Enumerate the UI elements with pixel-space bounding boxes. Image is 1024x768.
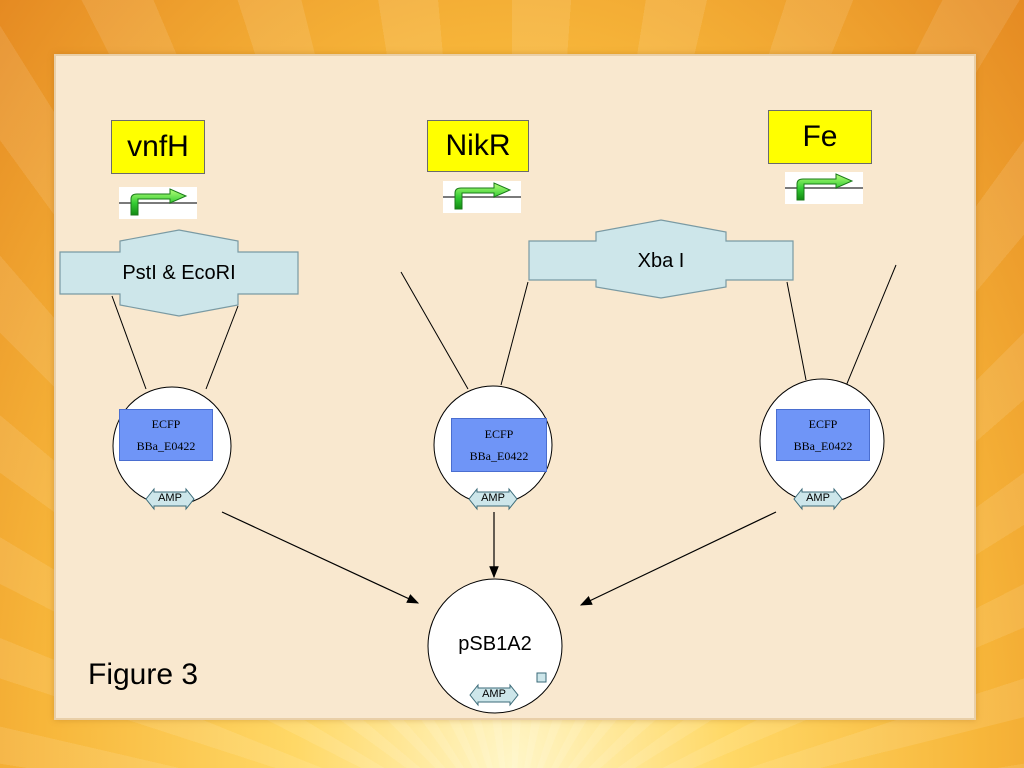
amp-label-2: AMP	[481, 492, 505, 504]
cut-lines	[111, 264, 897, 390]
amp-marker-1	[145, 487, 195, 511]
gene-label-vnfh: vnfH	[111, 120, 205, 174]
amp-marker-2	[468, 487, 518, 511]
plasmid-circle-destination	[427, 578, 563, 714]
ecfp-name: ECFP	[151, 417, 181, 431]
ligation-arrows	[221, 511, 777, 606]
ecfp-part: BBa_E0422	[793, 439, 853, 453]
enzyme-arrow-right	[528, 219, 794, 299]
amp-marker-destination	[469, 683, 519, 707]
promoter-icon-fe	[785, 172, 863, 204]
ecfp-name: ECFP	[484, 427, 514, 441]
origin-marker	[536, 672, 547, 683]
amp-marker-3	[793, 487, 843, 511]
promoter-icon-vnfh	[119, 187, 197, 219]
ecfp-part: BBa_E0422	[136, 439, 196, 453]
enzyme-arrow-left	[59, 229, 299, 317]
ecfp-box-2: ECFP BBa_E0422	[451, 418, 547, 472]
ecfp-part: BBa_E0422	[469, 449, 529, 463]
amp-label-destination: AMP	[482, 688, 506, 700]
ecfp-box-1: ECFP BBa_E0422	[119, 409, 213, 461]
gene-label-nikr: NikR	[427, 120, 529, 172]
amp-label-1: AMP	[158, 492, 182, 504]
gene-label-fe: Fe	[768, 110, 872, 164]
destination-plasmid-label: pSB1A2	[458, 633, 532, 655]
enzyme-label-pstI-ecori: PstI & EcoRI	[122, 262, 236, 284]
enzyme-label-xbaI: Xba I	[637, 250, 685, 272]
promoter-icon-nikr	[443, 181, 521, 213]
amp-label-3: AMP	[806, 492, 830, 504]
ecfp-name: ECFP	[808, 417, 838, 431]
ecfp-box-3: ECFP BBa_E0422	[776, 409, 870, 461]
figure-caption: Figure 3	[88, 658, 199, 691]
